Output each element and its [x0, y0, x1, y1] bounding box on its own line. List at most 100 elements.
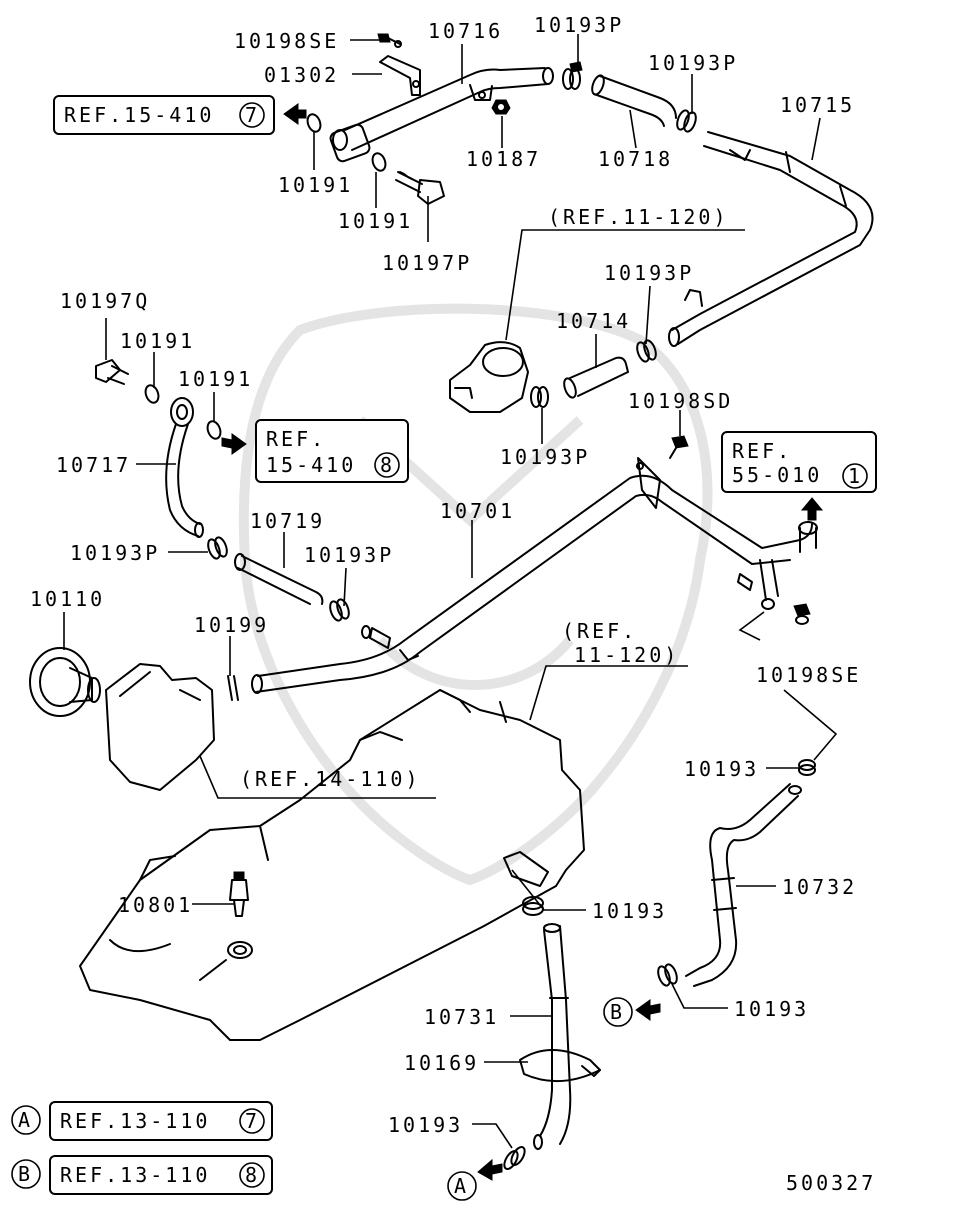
pipe-10716: [329, 67, 554, 163]
label-10801: 10801: [118, 893, 193, 917]
ref-13-110-7-text: REF.13-110: [60, 1109, 210, 1133]
pipe-10715: [668, 131, 874, 347]
label-10169: 10169: [404, 1051, 479, 1075]
label-10197q: 10197Q: [60, 289, 150, 313]
bracket-01302: [379, 55, 421, 96]
marker-b-legend: [11, 1159, 41, 1189]
label-10193p-a: 10193P: [534, 13, 624, 37]
clamp-10193p-top: [562, 61, 583, 90]
label-10110: 10110: [30, 587, 105, 611]
label-10732: 10732: [782, 875, 857, 899]
marker-b-legend-letter: B: [18, 1162, 33, 1186]
label-10701: 10701: [440, 499, 515, 523]
label-10198se-top: 10198SE: [234, 29, 339, 53]
marker-a-legend: [11, 1105, 41, 1135]
bolt-10198se-right: [793, 603, 811, 625]
label-10191-d: 10191: [178, 367, 253, 391]
pin-10199: [227, 675, 239, 701]
hose-10731: [533, 923, 572, 1150]
label-10191-c: 10191: [120, 329, 195, 353]
ref-15-410-8-line1: REF.: [266, 427, 326, 451]
arrow-to-ref-15-410-7: [283, 103, 307, 125]
arrow-to-a: [477, 1158, 503, 1181]
label-10719: 10719: [250, 509, 325, 533]
cylinder-head: [79, 689, 585, 1041]
ref-13-110-7-num: 7: [245, 1109, 260, 1133]
thermostat-10110: [29, 647, 101, 717]
label-01302: 01302: [264, 63, 339, 87]
ref-15-410-8-num: 8: [380, 453, 395, 477]
label-10191-b: 10191: [338, 209, 413, 233]
thermostat-housing: [449, 341, 529, 413]
diagram-id: 500327: [786, 1171, 876, 1195]
marker-a[interactable]: A: [447, 1171, 477, 1201]
bolt-10198sd: [669, 435, 689, 459]
hose-10714: [563, 356, 629, 399]
label-10193-a: 10193: [684, 757, 759, 781]
hose-10732: [685, 783, 802, 987]
arrow-to-b: [635, 999, 661, 1021]
bolt-10197p: [395, 171, 445, 205]
label-10731: 10731: [424, 1005, 499, 1029]
clamp-10193p-thermo: [530, 386, 549, 408]
nut-10187: [491, 99, 511, 115]
ref-box-13-110-8[interactable]: B REF.13-110 8: [11, 1155, 273, 1195]
label-10716: 10716: [428, 19, 503, 43]
ref-13-110-8-num: 8: [245, 1163, 260, 1187]
leader-lines: [63, 34, 838, 1149]
label-10198sd: 10198SD: [628, 389, 733, 413]
label-ref-11-120-b2: 11-120): [574, 643, 679, 667]
label-10193p-c: 10193P: [604, 261, 694, 285]
bolt-10198se-top: [377, 33, 402, 48]
ref-box-15-410-7[interactable]: REF.15-410 7: [53, 95, 275, 135]
thermostat-cover: [105, 663, 215, 791]
label-10715: 10715: [780, 93, 855, 117]
clamp-10193p-right-top: [676, 109, 697, 133]
label-10193-b: 10193: [592, 899, 667, 923]
ref-15-410-7-num: 7: [245, 103, 260, 127]
gasket-10191-a: [306, 113, 322, 133]
label-ref-11-120-a: (REF.11-120): [548, 205, 729, 229]
label-10193p-d: 10193P: [500, 445, 590, 469]
label-10187: 10187: [466, 147, 541, 171]
marker-a-legend-letter: A: [18, 1108, 33, 1132]
label-10199: 10199: [194, 613, 269, 637]
gasket-10191-c: [144, 384, 160, 404]
hose-10718: [591, 74, 677, 127]
marker-a-letter: A: [454, 1174, 469, 1198]
label-10717: 10717: [56, 453, 131, 477]
clamp-10193-right: [798, 759, 816, 776]
hose-10719: [234, 553, 324, 605]
ref-box-15-410-8[interactable]: REF. 15-410 8: [255, 419, 409, 483]
clip-10169: [519, 1049, 601, 1083]
pipe-10701: [251, 457, 818, 694]
ref-box-13-110-7[interactable]: A REF.13-110 7: [11, 1101, 273, 1141]
label-ref-14-110: (REF.14-110): [240, 767, 421, 791]
gasket-10191-b: [371, 152, 387, 172]
label-10198se-right: 10198SE: [756, 663, 861, 687]
sensor-10801: [227, 871, 253, 959]
ref-55-010-1-num: 1: [848, 464, 863, 488]
clamp-10193p-left: [207, 536, 228, 560]
bolt-10197q: [95, 359, 129, 385]
arrow-to-ref-15-410-8: [221, 433, 247, 455]
label-10193p-e: 10193P: [70, 541, 160, 565]
label-10193-d: 10193: [388, 1113, 463, 1137]
marker-b-letter: B: [610, 1000, 625, 1024]
ref-box-55-010-1[interactable]: REF. 55-010 1: [721, 431, 877, 493]
ref-15-410-7-text: REF.15-410: [64, 103, 214, 127]
gasket-10191-d: [206, 420, 222, 440]
ref-15-410-8-line2: 15-410: [266, 453, 356, 477]
pipe-10717: [165, 397, 204, 538]
label-10191-a: 10191: [278, 173, 353, 197]
clamp-10193-b: [657, 963, 678, 987]
clamp-10193-bottom: [503, 1145, 526, 1171]
label-10193p-b: 10193P: [648, 51, 738, 75]
marker-b[interactable]: B: [603, 997, 633, 1027]
label-10193p-f: 10193P: [304, 543, 394, 567]
label-10197p: 10197P: [382, 251, 472, 275]
clamp-10193p-center: [329, 598, 350, 622]
label-10718: 10718: [598, 147, 673, 171]
label-10193-c: 10193: [734, 997, 809, 1021]
